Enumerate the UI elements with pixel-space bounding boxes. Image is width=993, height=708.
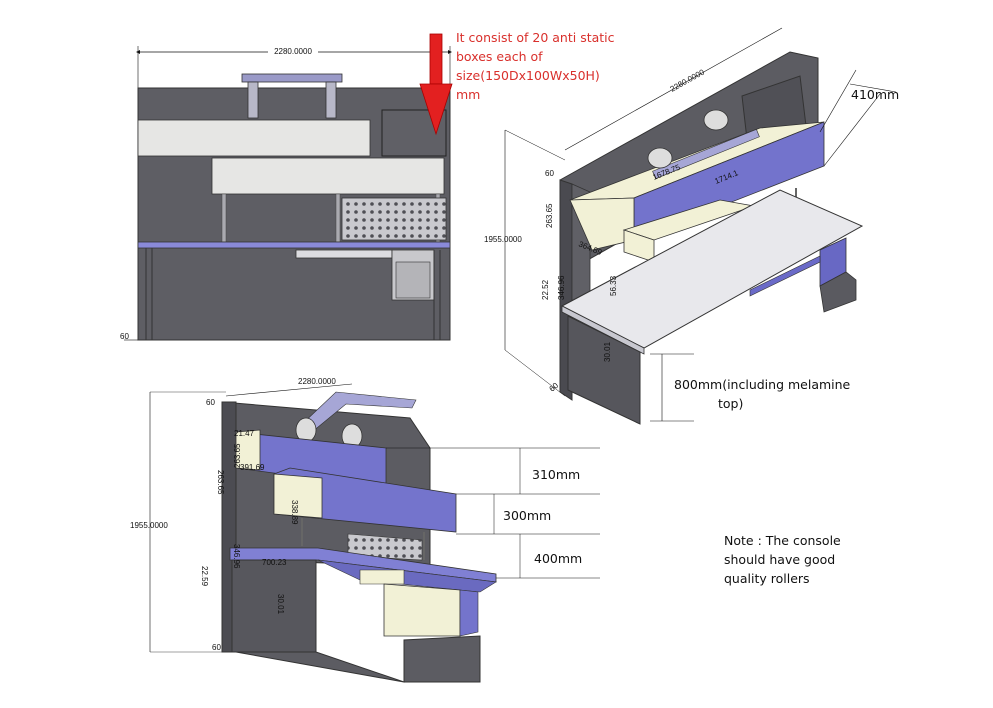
front-middle-shelf <box>211 157 445 195</box>
perforated-panel <box>341 197 447 241</box>
height-800-label-cont: top) <box>718 396 744 411</box>
front-desk-top <box>137 241 451 249</box>
iso-leg-panel <box>567 315 641 425</box>
iso-width-label: 2280.0000 <box>669 67 707 93</box>
iso-top-offset-label: 60 <box>545 169 554 178</box>
iso-shelf-gap-label: 346.96 <box>557 275 566 300</box>
low-shelf2-h-label: 338.89 <box>290 500 299 525</box>
low-shelf1-face <box>235 429 261 471</box>
iso-shelf1-h-label: 263.65 <box>545 203 554 228</box>
iso-base-label: 60 <box>548 381 561 394</box>
anti-static-box-note: It consist of 20 anti static boxes each … <box>456 30 615 102</box>
low-shelf1-d-label: 263.65 <box>233 443 242 468</box>
low-shelf2-w-label: 391.69 <box>240 463 265 472</box>
front-upper-shelf <box>137 119 371 157</box>
front-width-label: 2280.0000 <box>274 47 312 56</box>
lamp-arm-bar <box>241 73 343 83</box>
iso-lamp-arm <box>652 128 760 180</box>
low-base-label: 60 <box>212 643 221 652</box>
gap-310-label: 310mm <box>532 467 581 482</box>
gap-400-label: 400mm <box>534 551 583 566</box>
low-width-label: 2280.0000 <box>298 377 336 386</box>
low-top-offset-label: 60 <box>206 398 215 407</box>
low-bottom-gap-label: 22.59 <box>200 566 209 587</box>
low-shelf1-w-label: 21.47 <box>234 429 255 438</box>
isometric-view: 2280.0000 1955.0000 <box>484 27 897 425</box>
height-800-label: 800mm(including melamine <box>674 377 851 392</box>
low-drawer <box>383 583 461 637</box>
low-desk-d-label: 700.23 <box>262 558 287 567</box>
iso-drawer-label: 30.01 <box>603 341 612 362</box>
low-height-label: 1955.0000 <box>130 521 168 530</box>
low-leg-panel <box>231 559 317 653</box>
iso-height-label: 1955.0000 <box>484 235 522 244</box>
low-shelf-gap-label: 346.96 <box>232 544 241 569</box>
low-shelf2-face <box>273 473 323 519</box>
keyboard-tray <box>295 249 393 259</box>
iso-small-label: 56.33 <box>609 275 618 296</box>
console-rollers-note: Note : The console should have good qual… <box>724 533 841 586</box>
front-base-label: 60 <box>120 332 129 341</box>
iso-bottom-gap-label: 22.52 <box>541 279 550 300</box>
red-arrow-icon <box>419 33 453 136</box>
front-view: 2280.0000 60 <box>120 46 452 341</box>
gap-300-label: 300mm <box>503 508 552 523</box>
low-shelf1-h-label: 263.65 <box>216 470 225 495</box>
lower-isometric-view: 2280.0000 1955.0000 <box>130 377 600 683</box>
depth-410-label: 410mm <box>851 87 900 102</box>
low-drawer-label: 30.01 <box>276 594 285 615</box>
